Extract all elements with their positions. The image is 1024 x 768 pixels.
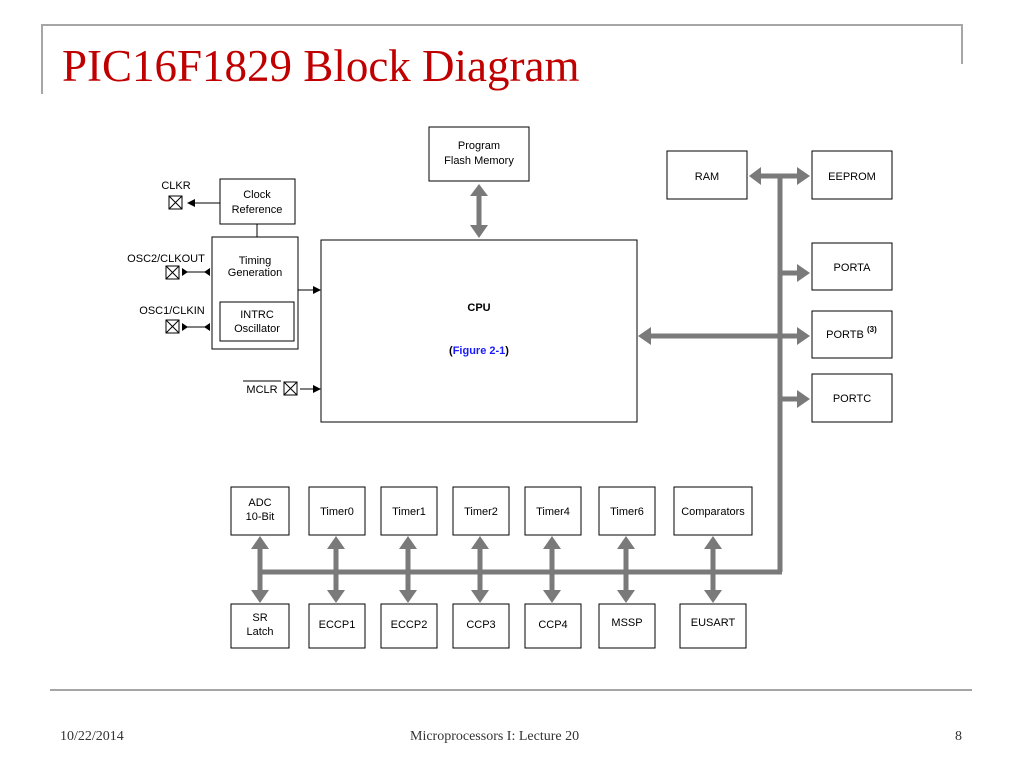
porta-box xyxy=(811,242,893,291)
portc-label: PORTC xyxy=(833,393,871,405)
portb-note: (3) xyxy=(867,325,877,334)
frame-left-line xyxy=(41,24,43,94)
peripheral-drops xyxy=(251,536,722,603)
eccp1-label: ECCP1 xyxy=(319,619,356,631)
ram-box xyxy=(666,150,748,200)
flash-bus-arrow-down xyxy=(470,225,488,238)
eusart-box xyxy=(679,603,747,649)
osc2-link xyxy=(182,268,210,276)
timing-generation-line1: Timing xyxy=(239,255,272,267)
adc-line2: 10-Bit xyxy=(246,511,275,523)
osc1-label: OSC1/CLKIN xyxy=(139,305,204,317)
program-flash-line2: Flash Memory xyxy=(444,155,514,167)
timer2-label: Timer2 xyxy=(464,506,498,518)
comparators-box xyxy=(673,486,753,536)
portb-label: PORTB xyxy=(826,329,864,341)
sr-latch-line2: Latch xyxy=(247,626,274,638)
cpu-label: CPU xyxy=(467,302,490,314)
osc1-pin-icon xyxy=(165,319,180,334)
program-flash-box xyxy=(428,126,530,182)
porta-label: PORTA xyxy=(834,262,872,274)
eeprom-label: EEPROM xyxy=(828,171,876,183)
comparators-label: Comparators xyxy=(681,506,745,518)
clkr-label: CLKR xyxy=(161,180,190,192)
program-flash-line1: Program xyxy=(458,140,500,152)
ccp3-label: CCP3 xyxy=(466,619,495,631)
mclr-pin-icon xyxy=(283,381,298,396)
clock-reference-line1: Clock xyxy=(243,189,271,201)
ccp4-box xyxy=(524,603,582,649)
intrc-line2: Oscillator xyxy=(234,323,280,335)
timer6-label: Timer6 xyxy=(610,506,644,518)
mssp-box xyxy=(598,603,656,649)
ccp4-label: CCP4 xyxy=(538,619,567,631)
intrc-line1: INTRC xyxy=(240,309,274,321)
osc2-label: OSC2/CLKOUT xyxy=(127,253,205,265)
slide-title: PIC16F1829 Block Diagram xyxy=(62,41,580,91)
timer4-box xyxy=(524,486,582,536)
osc1-link xyxy=(182,323,210,331)
timer2-box xyxy=(452,486,510,536)
cpu-bus-arrow xyxy=(638,327,651,345)
eccp2-label: ECCP2 xyxy=(391,619,428,631)
eeprom-box xyxy=(811,150,893,200)
portc-box xyxy=(811,373,893,423)
cpu-figure-ref: (Figure 2-1) xyxy=(449,345,509,357)
ccp3-box xyxy=(452,603,510,649)
timer1-box xyxy=(380,486,438,536)
mssp-label: MSSP xyxy=(611,617,642,629)
portc-bus-arrow xyxy=(797,390,810,408)
eeprom-bus-arrow xyxy=(797,167,810,185)
adc-box xyxy=(230,486,290,536)
eccp2-box xyxy=(380,603,438,649)
footer-date: 10/22/2014 xyxy=(60,729,124,744)
ram-bus-arrow xyxy=(749,167,761,185)
eusart-label: EUSART xyxy=(691,617,736,629)
frame-top-line xyxy=(41,24,963,26)
footer-rule xyxy=(50,689,972,691)
cpu-box xyxy=(320,239,638,423)
sr-latch-box xyxy=(230,603,290,649)
mclr-label: MCLR xyxy=(246,384,277,396)
porta-bus-arrow xyxy=(797,264,810,282)
eccp1-box xyxy=(308,603,366,649)
frame-right-line xyxy=(961,24,963,64)
adc-line1: ADC xyxy=(248,497,271,509)
timer0-box xyxy=(308,486,366,536)
clkr-pin-icon xyxy=(168,195,183,210)
timer1-label: Timer1 xyxy=(392,506,426,518)
sr-latch-line1: SR xyxy=(252,612,267,624)
timer0-label: Timer0 xyxy=(320,506,354,518)
page-number: 8 xyxy=(955,729,962,744)
flash-bus-arrow-up xyxy=(470,184,488,196)
portb-box xyxy=(811,310,893,359)
timer4-label: Timer4 xyxy=(536,506,570,518)
timing-generation-line2: Generation xyxy=(228,267,282,279)
ram-label: RAM xyxy=(695,171,719,183)
clock-reference-line2: Reference xyxy=(232,204,283,216)
portb-bus-arrow xyxy=(797,327,810,345)
figure-2-1-link[interactable]: Figure 2-1 xyxy=(453,345,506,357)
clock-reference-box xyxy=(219,178,296,225)
timer6-box xyxy=(598,486,656,536)
osc2-pin-icon xyxy=(165,265,180,280)
intrc-box xyxy=(219,301,295,342)
footer-lecture-title: Microprocessors I: Lecture 20 xyxy=(410,729,580,744)
